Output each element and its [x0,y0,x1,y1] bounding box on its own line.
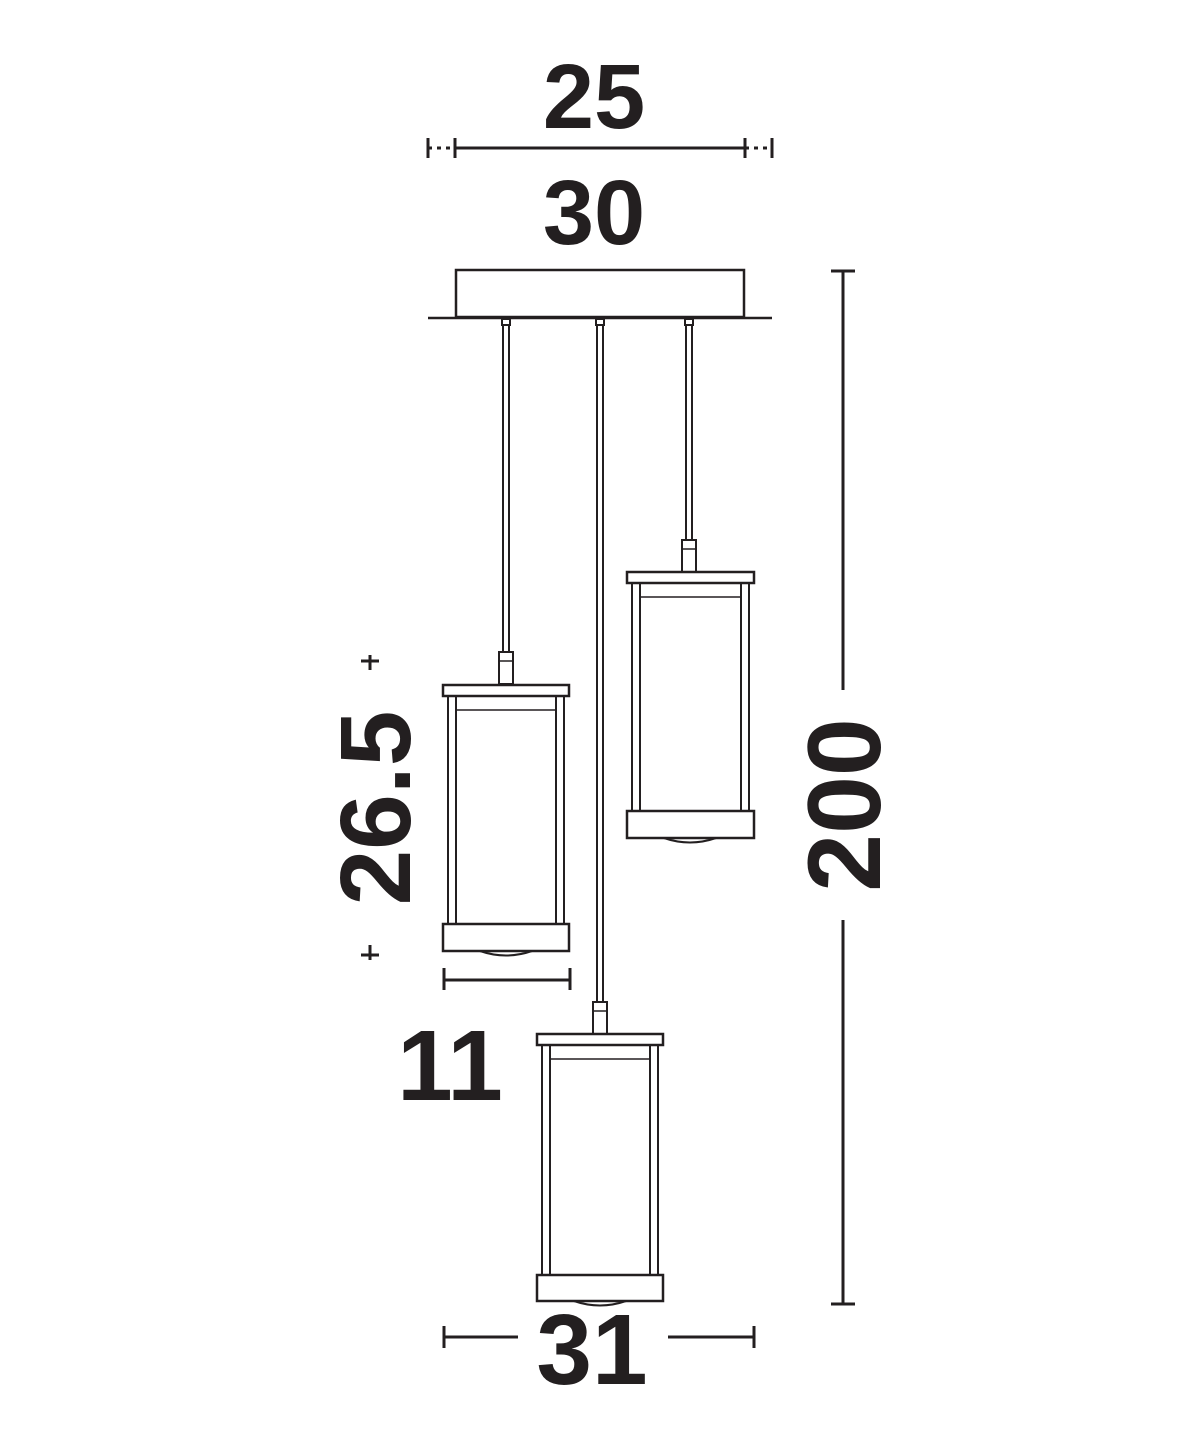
suspension-cables [501,318,694,1002]
pendant-shade-right [625,539,756,844]
canopy-width-label: 25 [543,46,645,148]
canopy-plate-width-label: 30 [543,162,645,264]
canopy-width-dimension [426,138,774,158]
overall-height-dimension [831,269,855,1306]
shade-diameter-dimension [442,968,572,990]
shade-diameter-label: 11 [397,1010,503,1122]
cluster-diameter-dimension [442,1326,756,1348]
overall-height-label: 200 [787,718,903,892]
cluster-diameter-label: 31 [536,1294,647,1406]
shade-height-label: 26.5 [320,711,432,906]
shade-height-dimension [361,655,379,960]
ceiling-canopy [428,268,772,320]
pendant-shade-left [441,651,571,957]
pendant-shade-bottom [535,1001,665,1307]
